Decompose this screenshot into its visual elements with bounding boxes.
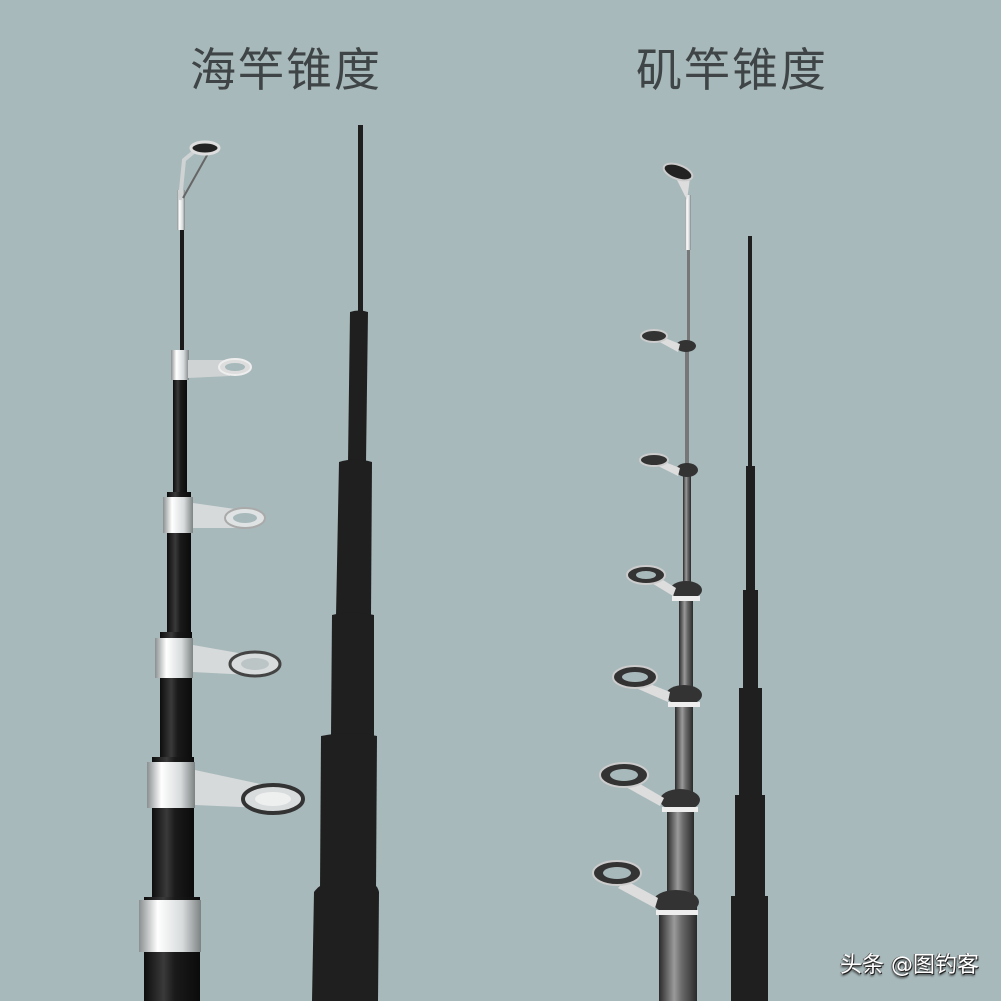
guide-icon: [599, 762, 700, 812]
guide-icon: [188, 358, 252, 378]
guide-icon: [592, 860, 699, 915]
guide-icon: [640, 329, 696, 352]
watermark: 头条 @图钓客: [840, 953, 979, 978]
guide-icon: [193, 503, 266, 529]
rock-rod: [592, 162, 702, 1001]
guide-icon: [612, 665, 702, 707]
sea-rod-taper-title: 海竿锥度: [190, 43, 382, 97]
guide-icon: [639, 453, 698, 477]
rock-rod-taper-title: 矶竿锥度: [636, 43, 828, 97]
sea-rod-taper-silhouette: [312, 125, 379, 1001]
guide-icon: [193, 645, 282, 678]
sea-rod: [139, 140, 305, 1001]
guide-icon: [626, 565, 702, 601]
guide-icon: [195, 770, 305, 815]
rock-rod-taper-silhouette: [731, 236, 768, 1001]
tip-top-guide-icon: [178, 140, 221, 201]
tip-top-guide-icon: [662, 162, 694, 200]
